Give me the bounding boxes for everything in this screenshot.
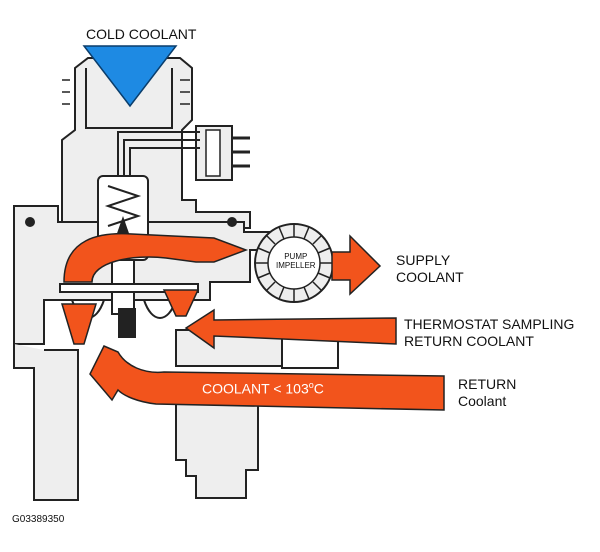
housing-bottom-spigot [175, 394, 259, 499]
sensor-connector [195, 125, 250, 181]
pump-impeller-label: PUMP IMPELLER [276, 252, 316, 270]
recirculation-arrow-left [60, 303, 98, 345]
coolant-temperature-unit: C [313, 380, 324, 397]
o-ring-left [25, 217, 35, 227]
coolant-temperature-prefix: COOLANT < 103 [202, 380, 309, 397]
figure-id: G03389350 [12, 514, 65, 525]
filler-neck-inner [85, 68, 173, 129]
coolant-temperature-label: COOLANT < 103oC [202, 380, 324, 397]
pump-impeller-line2: IMPELLER [276, 261, 316, 270]
supply-coolant-label: SUPPLY COOLANT [396, 252, 464, 286]
return-coolant-arrow [89, 345, 445, 411]
pump-impeller-line1: PUMP [284, 252, 308, 261]
housing-ribs [62, 79, 190, 105]
cold-coolant-arrow [82, 45, 178, 108]
coolant-temperature-degree: o [308, 380, 314, 390]
thermostat-sampling-label: THERMOSTAT SAMPLING RETURN COOLANT [404, 316, 574, 350]
housing-left-wall [13, 344, 79, 501]
return-coolant-line2: Coolant [458, 393, 507, 409]
supply-coolant-line2: COOLANT [396, 269, 464, 285]
thermostat-sampling-line1: THERMOSTAT SAMPLING [404, 316, 575, 332]
thermostat-sampling-line2: RETURN COOLANT [404, 333, 534, 349]
cold-coolant-label: COLD COOLANT [86, 26, 197, 42]
internal-circulation-arrow [63, 232, 249, 283]
o-ring-right [227, 217, 237, 227]
return-coolant-line1: RETURN [458, 376, 517, 392]
supply-coolant-arrow [331, 234, 382, 296]
recirculation-arrow-right [162, 289, 200, 317]
sampling-return-arrow [184, 308, 397, 350]
supply-coolant-line1: SUPPLY [396, 252, 451, 268]
return-coolant-label: RETURN Coolant [458, 376, 516, 410]
